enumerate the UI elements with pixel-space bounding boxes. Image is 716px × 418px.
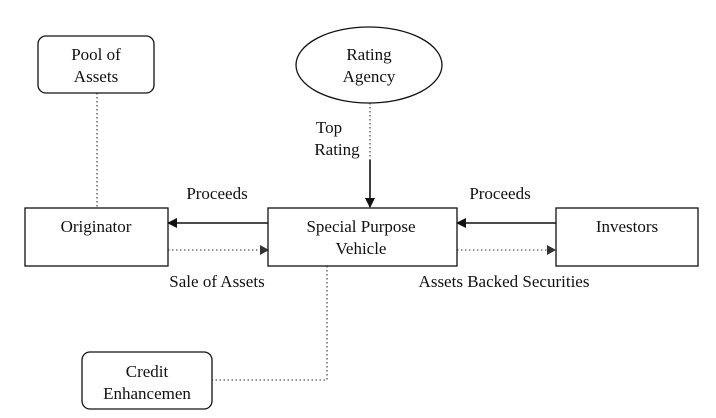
- proceeds-left-label: Proceeds: [186, 184, 247, 203]
- originator-label: Originator: [61, 217, 132, 236]
- pool-of-assets-line-1: Pool of: [71, 45, 121, 64]
- pool-of-assets-node: Pool of Assets: [37, 35, 155, 94]
- abs-arrowhead: [547, 245, 556, 255]
- top-rating-label-line-2: Rating: [314, 140, 360, 159]
- sale-of-assets-arrowhead: [260, 245, 269, 255]
- credit-enhancement-node: Credit Enhancemen: [81, 351, 213, 410]
- top-rating-label-line-1: Top: [316, 118, 342, 137]
- credit-enhancement-line-1: Credit: [126, 362, 169, 381]
- rating-agency-line-2: Agency: [343, 67, 396, 86]
- investors-label: Investors: [596, 217, 658, 236]
- spv-line-2: Vehicle: [336, 239, 387, 258]
- rating-agency-node: Rating Agency: [295, 26, 443, 104]
- rating-agency-line-1: Rating: [346, 45, 392, 64]
- credit-enhancement-line-2: Enhancemen: [103, 384, 191, 403]
- assets-backed-securities-label: Assets Backed Securities: [419, 272, 590, 291]
- pool-of-assets-line-2: Assets: [74, 67, 118, 86]
- proceeds-right-label: Proceeds: [469, 184, 530, 203]
- special-purpose-vehicle-node: Special Purpose Vehicle: [267, 207, 458, 267]
- spv-line-1: Special Purpose: [306, 217, 415, 236]
- investors-node: Investors: [555, 207, 699, 267]
- originator-node: Originator: [24, 207, 169, 267]
- sale-of-assets-label: Sale of Assets: [169, 272, 264, 291]
